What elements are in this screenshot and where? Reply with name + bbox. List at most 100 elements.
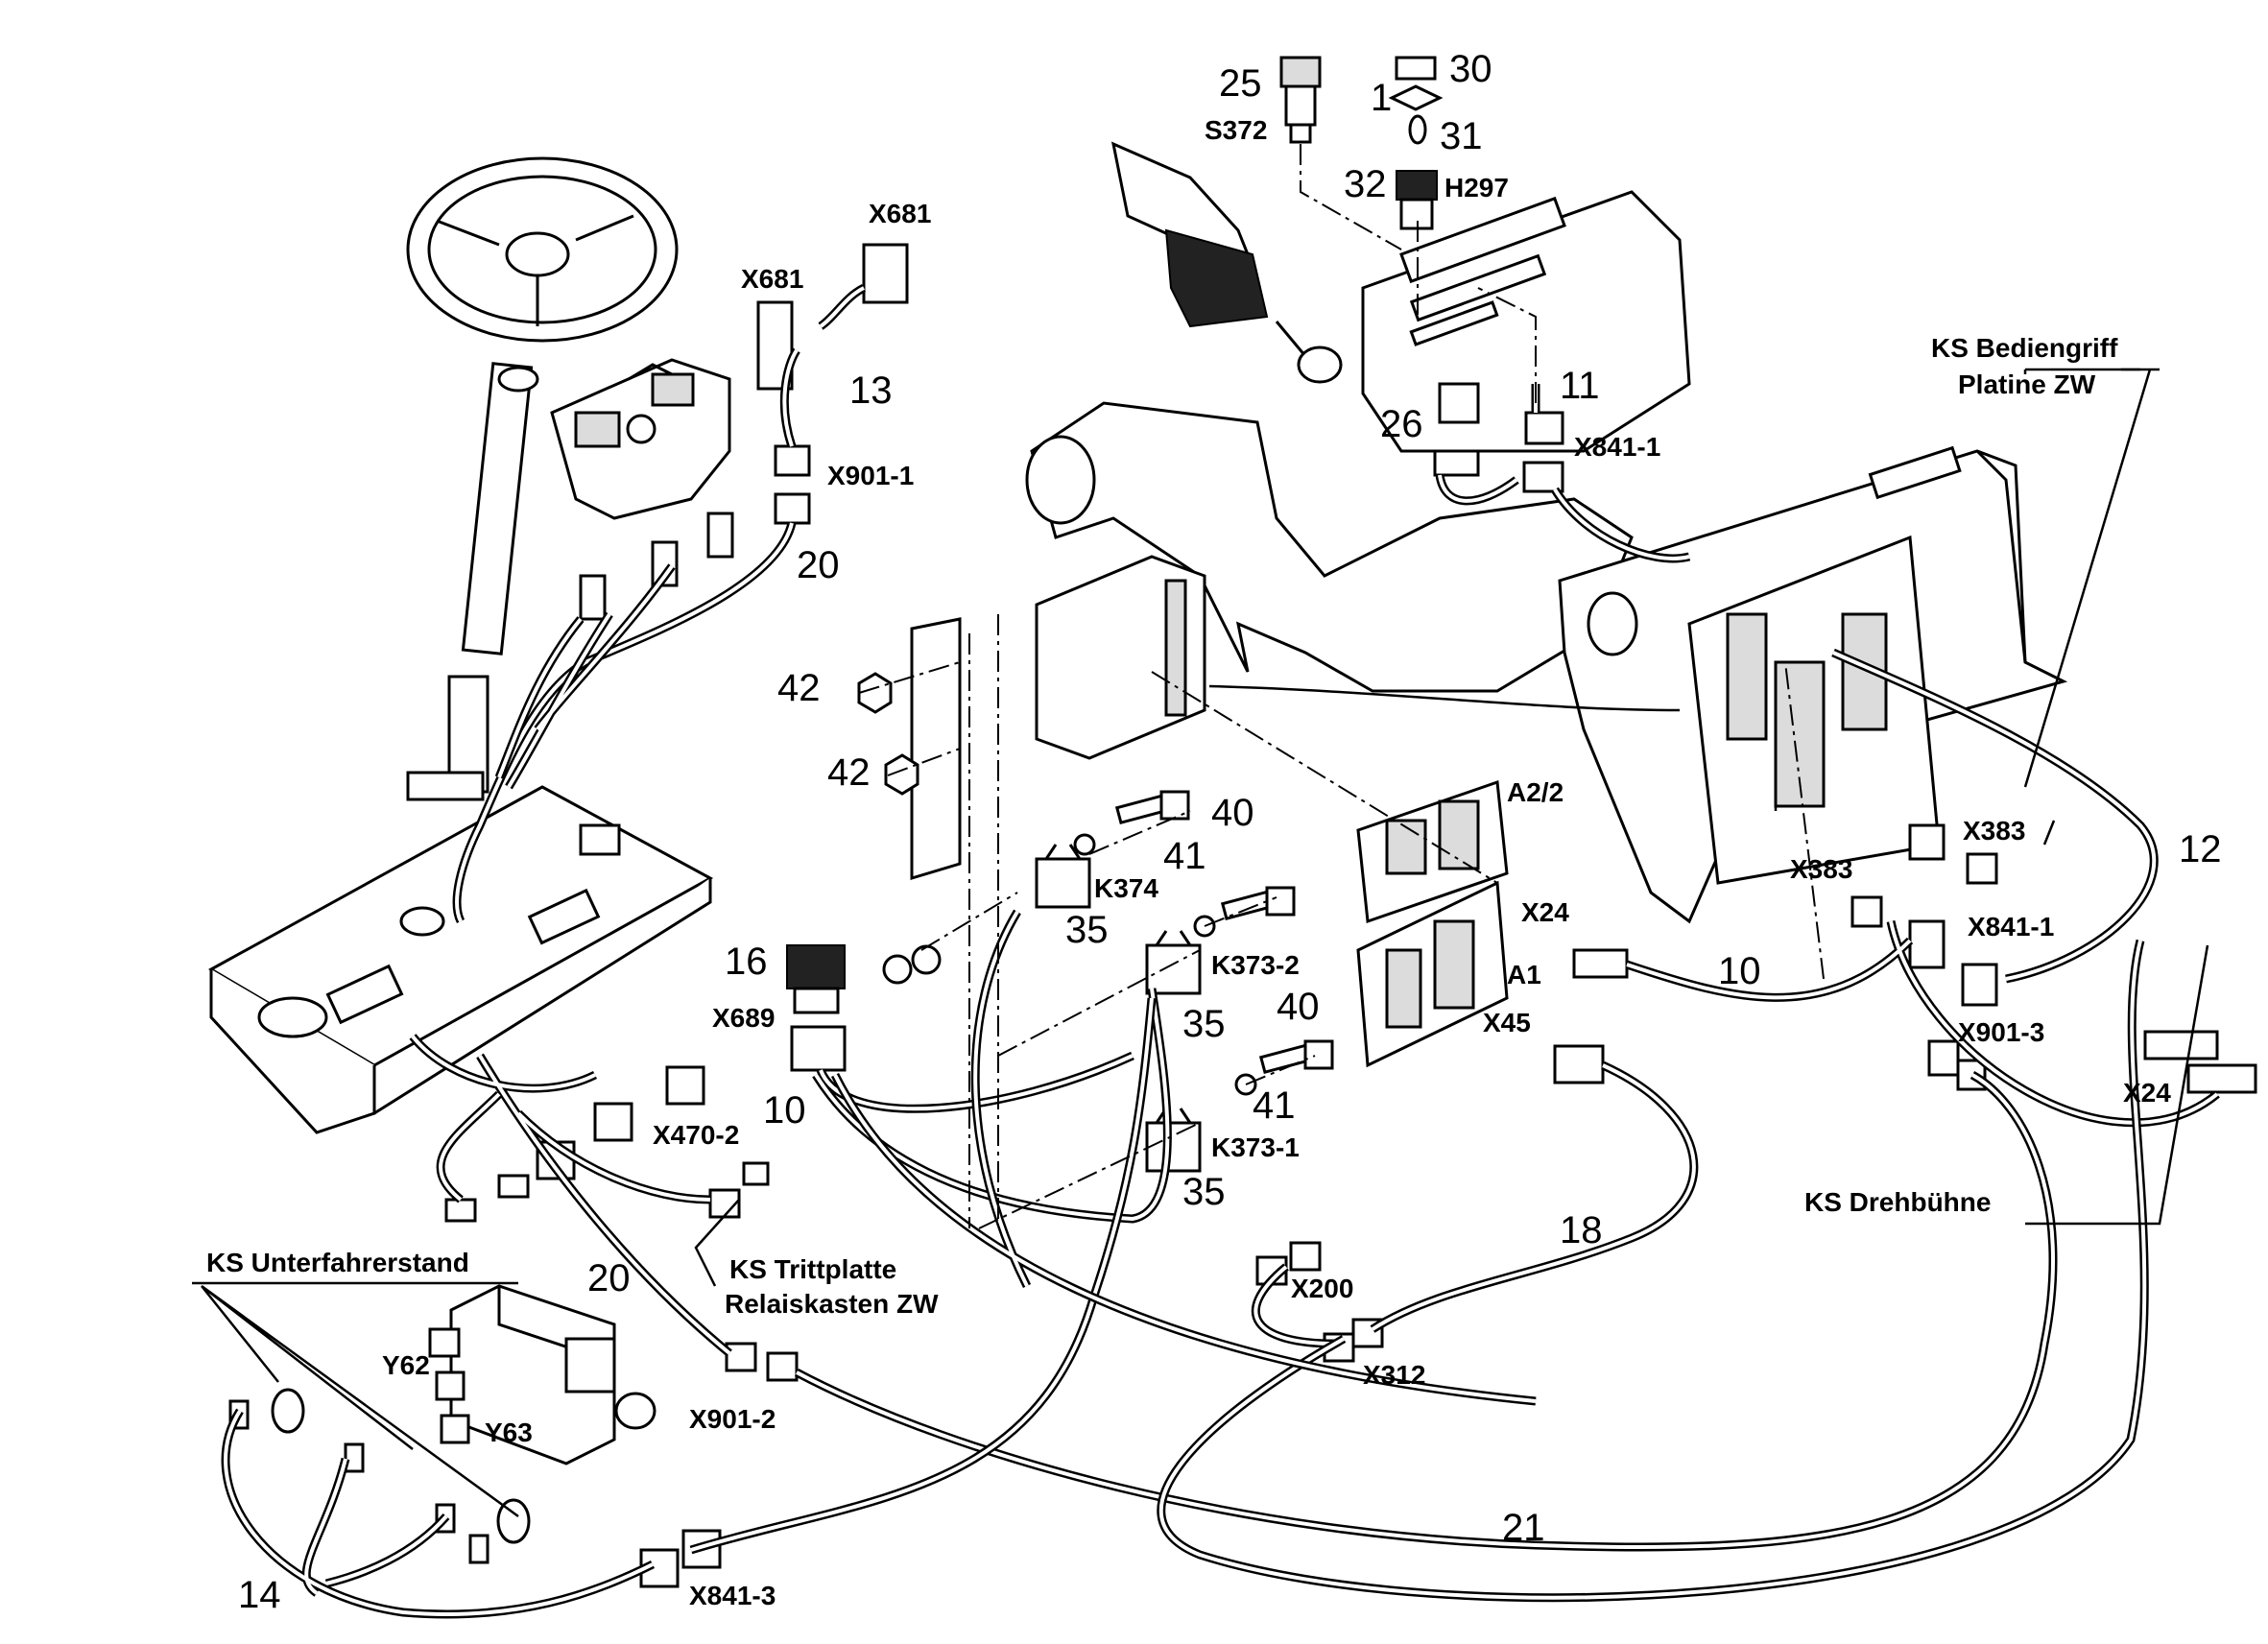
part-number-41-lower: 41 [1253,1084,1296,1127]
code-a2-2: A2/2 [1507,777,1564,807]
callout-notes: KS Bediengriff Platine ZW KS Drehbühne K… [206,333,2118,1319]
code-x383-top: X383 [1963,816,2025,846]
harness-steering-bundle [494,563,676,790]
code-x200: X200 [1291,1274,1353,1303]
control-box-housing [1558,445,2068,924]
code-k373-2: K373-2 [1211,950,1300,980]
circuit-board-a2-2 [1356,779,1509,924]
diode-16 [786,944,846,1014]
part-number-25: 25 [1219,62,1262,105]
bolt-40-upper [1114,790,1190,825]
code-x901-1: X901-1 [827,461,914,490]
bolt-40-bottom [1258,1039,1334,1075]
relay-k373-2 [1145,930,1202,995]
connector-x689 [790,1025,847,1072]
bolt-40-lower [1220,886,1296,921]
connector-x24-right [2143,1030,2257,1094]
part-number-35-middle: 35 [1182,1003,1226,1045]
code-x24-right: X24 [2123,1078,2171,1108]
part-number-18: 18 [1560,1209,1603,1251]
harness-21 [794,1071,2058,1552]
note-ks-bediengriff: KS Bediengriff [1931,333,2118,363]
joystick [1110,141,1343,384]
part-number-12: 12 [2179,828,2222,870]
part-number-11: 11 [1560,365,1600,407]
harness-10-right [1625,920,2220,1128]
connector-x383 [1850,823,1998,928]
connector-code-labels: S372 H297 X681 X681 X901-1 X841-1 A2/2 X… [382,115,2171,1610]
harness-20-lower [409,1034,732,1357]
part-number-21: 21 [1502,1507,1545,1549]
harness-12 [1831,648,2159,984]
part-number-10-right: 10 [1718,950,1761,992]
code-x681-left: X681 [741,264,803,294]
code-y62: Y62 [382,1350,430,1380]
assembly-lines [858,144,1825,1229]
part-number-14: 14 [238,1574,281,1616]
bulb-31 [1408,114,1427,145]
code-x841-1-top: X841-1 [1574,432,1660,462]
valve-block [428,1284,657,1465]
harness-drehbuehne [1157,939,2149,1603]
relay-k374 [1035,844,1091,909]
steering-wheel [406,156,679,343]
note-ks-drehbuehne: KS Drehbühne [1804,1187,1991,1217]
part-number-20-upper: 20 [797,544,840,586]
code-s372: S372 [1205,115,1267,145]
connector-x841-1-top [1522,411,1564,493]
instrument-console [550,358,734,621]
code-y63: Y63 [485,1418,533,1447]
code-x689: X689 [712,1003,775,1033]
leader-lines [192,368,2209,1518]
code-k374: K374 [1094,873,1158,903]
part-number-30: 30 [1449,48,1492,90]
part-number-40-upper: 40 [1211,792,1254,834]
part-number-42-lower: 42 [827,751,871,794]
part-number-10-left: 10 [763,1089,806,1132]
part-number-42-upper: 42 [777,667,821,709]
ring-terminals [882,944,942,985]
connector-x681-right [862,243,909,304]
code-a1: A1 [1507,960,1541,989]
code-x901-2: X901-2 [689,1404,776,1434]
connector-x841-3 [639,1529,722,1588]
note-ks-unterfahrerstand: KS Unterfahrerstand [206,1248,469,1277]
harness-13 [779,283,867,448]
code-x470-2: X470-2 [653,1120,739,1150]
code-x45: X45 [1483,1008,1531,1037]
connector-x841-1-right [1908,919,1998,1007]
circuit-board-a1 [1356,880,1509,1068]
cap-30 [1395,56,1437,81]
washer-41 [1073,833,1257,1096]
part-number-35-lower: 35 [1182,1171,1226,1213]
part-number-labels: 30 1 25 31 32 13 11 26 20 42 42 40 41 16… [238,48,2222,1616]
floor-plate [207,785,714,1134]
code-x901-3: X901-3 [1958,1017,2044,1047]
connector-x24-board [1572,948,1629,979]
code-k373-1: K373-1 [1211,1132,1300,1162]
code-x841-1-right: X841-1 [1968,912,2054,941]
part-number-20-lower: 20 [587,1257,631,1299]
code-x312: X312 [1363,1360,1425,1390]
connector-x901-2 [725,1342,799,1382]
part-number-40-lower: 40 [1277,986,1320,1028]
switch-s372 [1279,56,1322,144]
part-number-41-upper: 41 [1163,835,1206,877]
part-number-32: 32 [1344,163,1387,205]
connector-x901-1 [774,444,811,525]
switch-26 [1433,382,1480,477]
note-platine-zw: Platine ZW [1958,369,2096,399]
connector-x200 [1255,1241,1322,1286]
harness-20-upper [452,521,797,924]
code-x383-left: X383 [1790,854,1852,884]
part-number-26: 26 [1380,403,1423,445]
seal-1 [1388,84,1444,111]
part-number-16: 16 [725,941,768,983]
harness-14 [221,997,1157,1619]
code-x24-board: X24 [1521,897,1569,927]
code-x841-3: X841-3 [689,1581,776,1610]
connector-x45 [1553,1044,1605,1084]
harness-18 [1252,1060,1699,1348]
relay-k373-1 [1145,1108,1202,1173]
